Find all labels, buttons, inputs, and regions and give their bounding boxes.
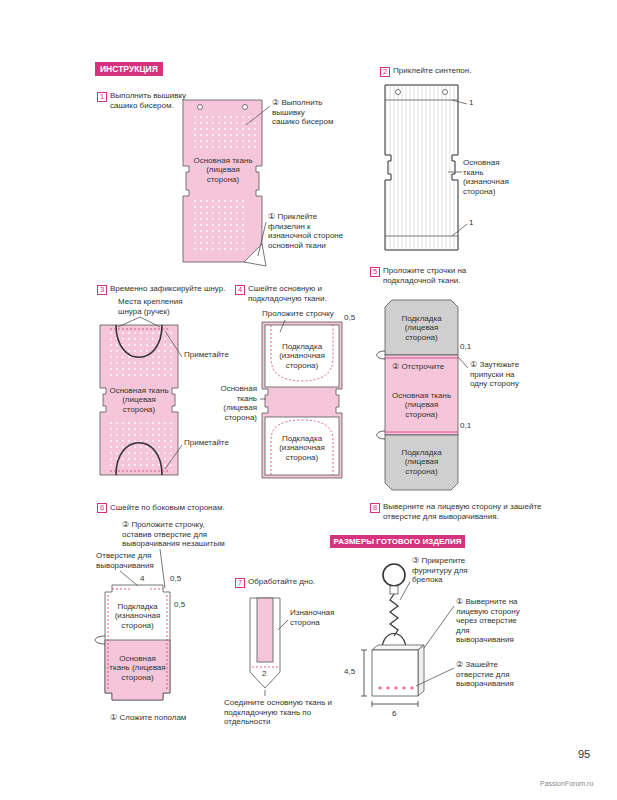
- step-number: 5: [370, 267, 380, 277]
- step-number: 4: [235, 285, 245, 295]
- node-text: 2: [383, 68, 387, 76]
- fabric-label: Основная ткань (лицевая сторона): [107, 385, 171, 416]
- label: ① Выверните на лицевую сторону через отв…: [456, 597, 520, 645]
- label: 0,1: [460, 421, 471, 431]
- label: 0,5: [174, 600, 185, 610]
- label: Проложите строчку: [262, 309, 334, 319]
- node-text: 6: [100, 504, 104, 512]
- fabric-label: Основная ткань (лицевая сторона): [109, 648, 166, 688]
- section-banner: ИНСТРУКЦИЯ: [95, 62, 163, 76]
- fabric-label: Основная ткань (лицевая сторона): [389, 386, 454, 424]
- cord: [116, 325, 162, 357]
- label: ② Проложите строчку, оставив отверстие д…: [122, 520, 232, 549]
- label: 1: [469, 218, 473, 228]
- label: ② Зашейте отверстие для выворачивания: [456, 660, 520, 689]
- label: Отверстие для выворачивания: [96, 551, 158, 570]
- label: Временно зафиксируйте шнур.: [110, 284, 235, 294]
- label: Сшейте по боковым сторонам.: [110, 503, 280, 513]
- section-banner: РАЗМЕРЫ ГОТОВОГО ИЗДЕЛИЯ: [330, 535, 465, 548]
- node-text: 4: [238, 286, 242, 294]
- label: Соедините основную ткань и подкладочную …: [224, 698, 336, 727]
- folded-panel: [105, 585, 170, 700]
- label: 4,5: [344, 667, 355, 677]
- label: 2: [262, 669, 266, 679]
- label: 1: [469, 98, 473, 108]
- finished-bag: [372, 650, 418, 696]
- node-text: 1: [100, 93, 104, 101]
- label: Приметайте: [184, 438, 229, 448]
- batting-panel: [385, 85, 458, 250]
- label: Сшейте основную и подкладочную ткани.: [248, 284, 343, 303]
- lining: [265, 325, 339, 387]
- label: Приметайте: [184, 350, 229, 360]
- step-number: 8: [370, 503, 380, 513]
- fabric-label: Подкладка (лицевая сторона): [389, 443, 454, 481]
- key-ring: [383, 564, 405, 586]
- bottom-strip: [250, 598, 280, 688]
- step-number: 2: [380, 67, 390, 77]
- label: ③ Прикрепите фурнитуру для брелока: [412, 556, 484, 585]
- label: Приклейте синтепон.: [393, 66, 471, 76]
- node-text: 8: [373, 504, 377, 512]
- label: 0,5: [344, 313, 355, 323]
- label: ① Заутюжьте припуски на одну сторону: [470, 360, 528, 389]
- fabric-label: Подкладка (изнаночная сторона): [274, 430, 330, 466]
- lining: [265, 417, 339, 475]
- label: Выверните на лицевую сторону и зашейте о…: [383, 502, 553, 521]
- label: Изнаночная сторона: [290, 608, 346, 627]
- node-text: РАЗМЕРЫ ГОТОВОГО ИЗДЕЛИЯ: [334, 537, 462, 547]
- fabric-label: Подкладка (лицевая сторона): [389, 309, 454, 347]
- label: Выполнить вышивку сашико бисером.: [110, 91, 195, 110]
- label: 0,5: [170, 574, 181, 584]
- interfacing-fold: [244, 244, 266, 266]
- label: Основная ткань (изнаночная сторона): [463, 158, 521, 196]
- node-text: 5: [373, 268, 377, 276]
- cord: [116, 443, 162, 475]
- fabric-panel: [100, 325, 178, 475]
- node-text: Подкладка (изнаночная сторона): [274, 342, 330, 371]
- label: 0,1: [460, 342, 471, 352]
- label: Проложите строчки на подкладочной ткани.: [383, 266, 493, 285]
- node-text: Основная ткань (лицевая сторона): [389, 391, 454, 420]
- lining: [385, 300, 458, 355]
- node-text: Основная ткань (лицевая сторона): [109, 654, 166, 683]
- label: ① Приклейте флизелин к изнаночной сторон…: [268, 212, 350, 250]
- label: Обработайте дно.: [248, 577, 348, 587]
- step-number: 1: [97, 92, 107, 102]
- label: 95: [578, 748, 590, 761]
- step-number: 3: [97, 285, 107, 295]
- step-number: 6: [97, 503, 107, 513]
- lining: [385, 435, 458, 490]
- node-text: Основная ткань (лицевая сторона): [191, 156, 255, 185]
- fabric-panel: [183, 100, 262, 262]
- node-text: 3: [100, 286, 104, 294]
- step-number: 7: [235, 578, 245, 588]
- label: ① Сложите пополам: [110, 713, 186, 723]
- label: 4: [140, 574, 144, 584]
- label: ② Выполнить вышивку сашико бисером: [272, 98, 334, 127]
- label: Места крепления шнура (ручек): [118, 297, 203, 316]
- node-text: 7: [238, 579, 242, 587]
- label: PassionForum.ru: [540, 780, 593, 788]
- fabric-label: Основная ткань (лицевая сторона): [191, 152, 255, 188]
- node-text: Основная ткань (лицевая сторона): [107, 386, 171, 415]
- fabric-label: Подкладка (изнаночная сторона): [274, 338, 330, 374]
- node-text: Подкладка (изнаночная сторона): [109, 602, 166, 631]
- chain: [390, 594, 398, 636]
- label: 6: [392, 709, 396, 719]
- node-text: Подкладка (лицевая сторона): [389, 448, 454, 477]
- label: Основная ткань (лицевая сторона): [205, 384, 257, 422]
- node-text: Подкладка (лицевая сторона): [389, 314, 454, 343]
- node-text: Подкладка (изнаночная сторона): [274, 434, 330, 463]
- fabric-label: Подкладка (изнаночная сторона): [109, 598, 166, 634]
- label: ② Отстрочите: [392, 362, 454, 372]
